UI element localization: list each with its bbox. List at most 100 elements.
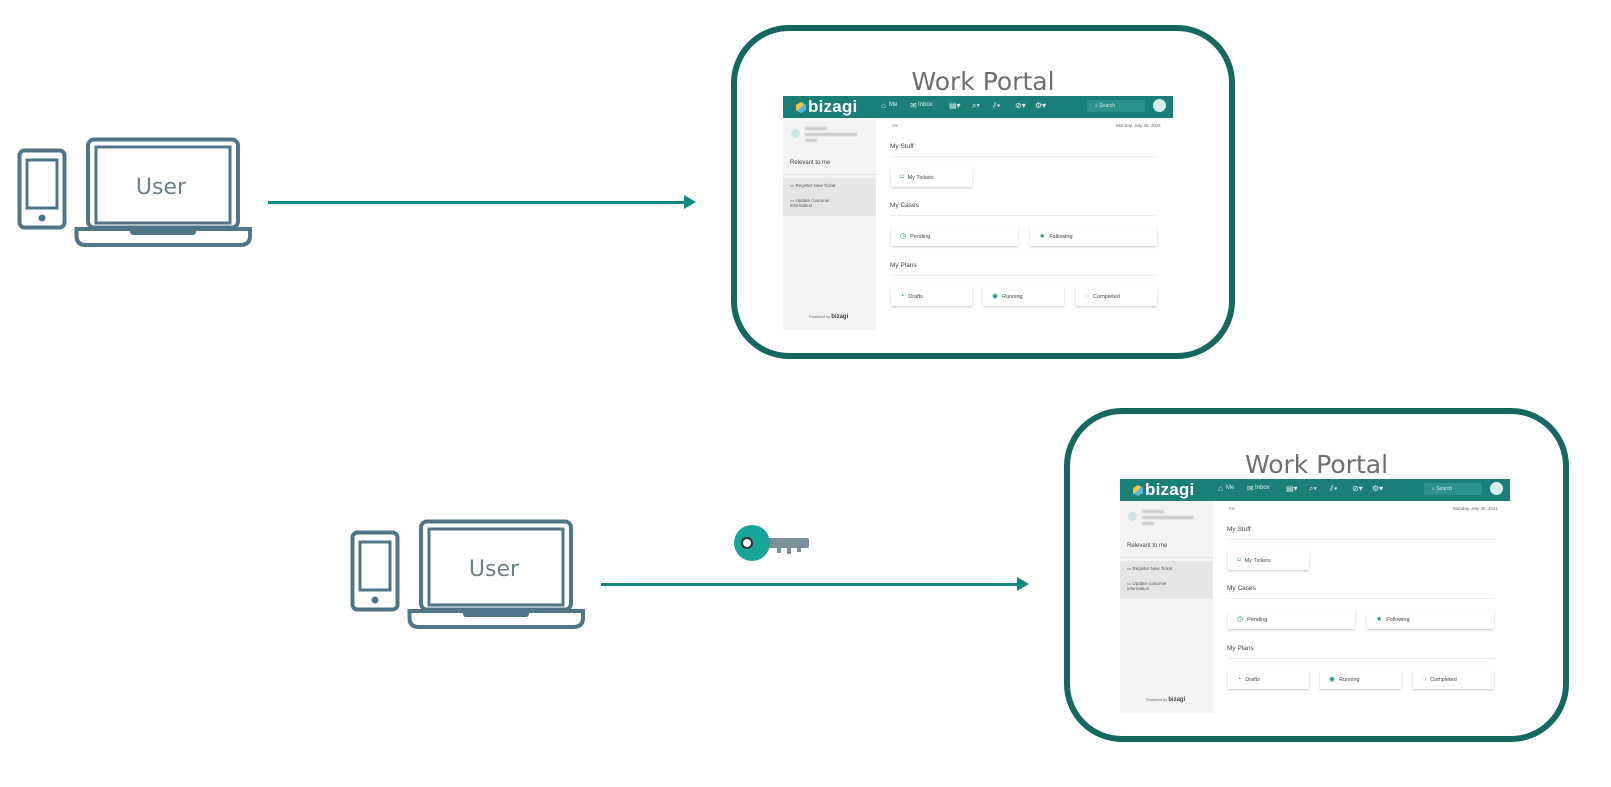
analytics-icon[interactable]: ⫽▾ xyxy=(993,101,1001,110)
nav-inbox[interactable]: Inbox xyxy=(1255,485,1270,491)
star-icon: ★ xyxy=(1376,616,1383,623)
gear-icon[interactable]: ⚙▾ xyxy=(1035,101,1047,110)
search-icon: ⌕ xyxy=(1095,103,1100,109)
avatar[interactable] xyxy=(1490,482,1503,495)
connection-arrow xyxy=(268,195,696,209)
section-my-cases: My Cases xyxy=(1227,585,1256,592)
divider xyxy=(890,275,1158,276)
card-my-tickets[interactable]: ⌑My Tickets xyxy=(1228,551,1309,570)
sidebar: Relevant to me ▭ Register New Ticket ▭ U… xyxy=(783,118,876,330)
inbox-icon[interactable]: ✉ xyxy=(1247,484,1254,493)
nav-me[interactable]: Me xyxy=(1226,485,1235,491)
planning-icon[interactable]: ⊘▾ xyxy=(1015,101,1026,110)
drafts-icon: ◔ xyxy=(1237,676,1242,683)
breadcrumb: Me xyxy=(1229,506,1236,511)
card-running[interactable]: ◉Running xyxy=(1320,670,1401,689)
work-portal-screen: bizagi ⌂ Me ✉ Inbox ▤▾ ⌕▾ ⫽▾ ⊘▾ ⚙▾ ⌕ Sea… xyxy=(783,96,1173,330)
mobile-phone-icon xyxy=(350,530,400,612)
connection-arrow xyxy=(601,577,1029,591)
nav-me[interactable]: Me xyxy=(889,102,898,108)
section-my-plans: My Plans xyxy=(1227,645,1254,652)
work-portal-frame: Work Portal bizagi ⌂ Me ✉ Inbox ▤▾ ⌕▾ ⫽▾… xyxy=(731,25,1235,359)
card-completed[interactable]: ◌Completed xyxy=(1413,670,1494,689)
blurred-detail xyxy=(805,133,857,136)
search-icon: ⌕ xyxy=(1432,486,1437,492)
work-portal-frame: Work Portal bizagi ⌂ Me ✉ Inbox ▤▾ ⌕▾ ⫽▾… xyxy=(1064,408,1569,742)
divider xyxy=(890,215,1158,216)
relevant-to-me[interactable]: Relevant to me xyxy=(1127,543,1168,549)
relevant-to-me[interactable]: Relevant to me xyxy=(790,160,831,166)
top-bar: bizagi ⌂ Me ✉ Inbox ▤▾ ⌕▾ ⫽▾ ⊘▾ ⚙▾ ⌕ Sea… xyxy=(1120,479,1510,501)
bizagi-logo: bizagi xyxy=(796,97,857,117)
card-pending[interactable]: ◷Pending xyxy=(891,227,1018,246)
divider xyxy=(783,174,876,175)
divider xyxy=(1120,557,1213,558)
new-case-icon[interactable]: ▤▾ xyxy=(1286,484,1298,493)
section-my-cases: My Cases xyxy=(890,202,919,209)
card-running[interactable]: ◉Running xyxy=(983,287,1064,306)
card-pending[interactable]: ◷Pending xyxy=(1228,610,1355,629)
sidebar-item-update-customer[interactable]: ▭ Update customer information xyxy=(790,198,830,208)
pending-icon: ◷ xyxy=(1237,616,1244,623)
powered-by: Powered by bizagi xyxy=(1146,697,1186,703)
running-icon: ◉ xyxy=(1329,676,1336,683)
drafts-icon: ◔ xyxy=(900,293,905,300)
divider xyxy=(1227,539,1495,540)
home-icon[interactable]: ⌂ xyxy=(1218,484,1223,493)
nav-inbox[interactable]: Inbox xyxy=(918,102,933,108)
sidebar-item-register-ticket[interactable]: ▭ Register New Ticket xyxy=(1127,566,1173,571)
completed-icon: ◌ xyxy=(1085,293,1090,300)
search-input[interactable]: ⌕ Search xyxy=(1424,483,1482,495)
section-my-stuff: My Stuff xyxy=(1227,526,1251,533)
sidebar: Relevant to me ▭ Register New Ticket ▭ U… xyxy=(1120,501,1213,713)
sidebar-item-register-ticket[interactable]: ▭ Register New Ticket xyxy=(790,183,836,188)
folder-icon: ▭ xyxy=(790,198,796,203)
user-avatar xyxy=(1128,512,1137,521)
work-portal-title: Work Portal xyxy=(911,67,1055,96)
blurred-detail xyxy=(1142,522,1154,525)
key-icon xyxy=(734,525,809,561)
laptop-icon xyxy=(407,519,585,629)
sidebar-menu: ▭ Register New Ticket ▭ Update customer … xyxy=(1120,561,1213,599)
user-label: User xyxy=(135,175,187,200)
user-info xyxy=(1120,501,1213,535)
planning-icon[interactable]: ⊘▾ xyxy=(1352,484,1363,493)
search-menu-icon[interactable]: ⌕▾ xyxy=(1309,484,1317,493)
analytics-icon[interactable]: ⫽▾ xyxy=(1330,484,1338,493)
search-menu-icon[interactable]: ⌕▾ xyxy=(972,101,980,110)
card-following[interactable]: ★Following xyxy=(1367,610,1494,629)
blurred-name xyxy=(1142,510,1164,513)
top-bar: bizagi ⌂ Me ✉ Inbox ▤▾ ⌕▾ ⫽▾ ⊘▾ ⚙▾ ⌕ Sea… xyxy=(783,96,1173,118)
divider xyxy=(1227,658,1495,659)
pending-icon: ◷ xyxy=(900,233,907,240)
card-my-tickets[interactable]: ⌑My Tickets xyxy=(891,168,972,187)
search-input[interactable]: ⌕ Search xyxy=(1087,100,1145,112)
home-icon[interactable]: ⌂ xyxy=(881,101,886,110)
blurred-detail xyxy=(1142,516,1194,519)
laptop-icon xyxy=(74,137,252,247)
card-completed[interactable]: ◌Completed xyxy=(1076,287,1157,306)
section-my-plans: My Plans xyxy=(890,262,917,269)
avatar[interactable] xyxy=(1153,99,1166,112)
bizagi-logo: bizagi xyxy=(1133,480,1194,500)
user-info xyxy=(783,118,876,152)
work-portal-title: Work Portal xyxy=(1244,450,1389,479)
section-my-stuff: My Stuff xyxy=(890,143,914,150)
user-avatar xyxy=(791,129,800,138)
gear-icon[interactable]: ⚙▾ xyxy=(1372,484,1384,493)
inbox-icon[interactable]: ✉ xyxy=(910,101,917,110)
breadcrumb: Me xyxy=(892,123,899,128)
card-following[interactable]: ★Following xyxy=(1030,227,1157,246)
current-date: Monday, July 26, 2021 xyxy=(1453,506,1498,511)
current-date: Monday, July 26, 2021 xyxy=(1116,123,1161,128)
sidebar-menu: ▭ Register New Ticket ▭ Update customer … xyxy=(783,178,876,216)
ticket-icon: ▭ xyxy=(790,183,796,188)
sidebar-item-update-customer[interactable]: ▭ Update customer information xyxy=(1127,581,1167,591)
star-icon: ★ xyxy=(1039,233,1046,240)
new-case-icon[interactable]: ▤▾ xyxy=(949,101,961,110)
running-icon: ◉ xyxy=(992,293,999,300)
work-portal-screen: bizagi ⌂ Me ✉ Inbox ▤▾ ⌕▾ ⫽▾ ⊘▾ ⚙▾ ⌕ Sea… xyxy=(1120,479,1510,713)
card-drafts[interactable]: ◔Drafts xyxy=(891,287,972,306)
blurred-name xyxy=(805,127,827,130)
card-drafts[interactable]: ◔Drafts xyxy=(1228,670,1309,689)
